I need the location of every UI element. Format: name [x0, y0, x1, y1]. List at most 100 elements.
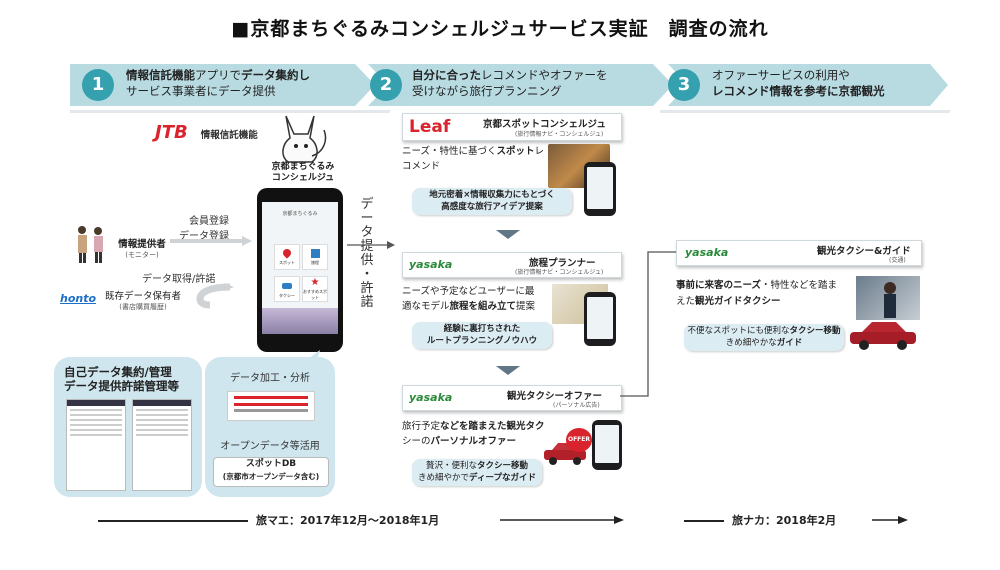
timeline-line: [98, 520, 248, 522]
step-2-rest: レコメンドやオファーを: [481, 68, 608, 82]
step-number-3: 3: [668, 69, 700, 101]
step-1-text: 情報信託機能アプリでデータ集約し サービス事業者にデータ提供: [126, 67, 310, 99]
guide-note: 不便なスポットにも便利なタクシー移動 きめ細やかなガイド: [684, 324, 844, 351]
self-data-line1: 自己データ集約/管理: [64, 365, 172, 379]
driver-icon: [884, 282, 896, 318]
curved-arrow-icon: [196, 283, 234, 309]
info-provider-line2: (モニター): [125, 251, 159, 259]
self-data-panel: 自己データ集約/管理 データ提供許諾管理等: [54, 357, 202, 497]
divider: [660, 110, 950, 113]
leaf-description: ニーズ・特性に基づくスポットレコメンド: [402, 146, 545, 172]
timeline-arrow: [872, 516, 908, 524]
planner-card-header: yasaka 旅程プランナー (旅行情報ナビ・コンシェルジュ): [402, 252, 622, 278]
jtb-block: JTB 情報信託機能: [155, 122, 258, 143]
arrow-right-icon: [347, 241, 395, 249]
self-data-line2: データ提供許諾管理等: [64, 379, 179, 393]
driver-photo: [856, 276, 920, 320]
app-name: 京都まちぐるみ コンシェルジュ: [262, 162, 344, 184]
app-name-line1: 京都まちぐるみ: [271, 162, 335, 172]
planner-title: 旅程プランナー: [529, 258, 596, 269]
yasaka-logo: yasaka: [685, 246, 729, 259]
screenshot-thumb: [132, 399, 192, 491]
leaf-logo: Leaf: [409, 117, 451, 137]
registration-line2: データ登録: [179, 231, 229, 242]
leaf-note-line2: 高感度な旅行アイデア提案: [441, 202, 543, 212]
timeline-line: [684, 520, 724, 522]
app-name-line2: コンシェルジュ: [271, 173, 335, 183]
offer-note: 贅沢・便利なタクシー移動 きめ細やかでディープなガイド: [412, 459, 542, 486]
step-band-1: [70, 64, 375, 106]
callout-pointer: [290, 350, 320, 372]
offer-description: 旅行予定などを踏まえた観光タク シーのパーソナルオファー: [402, 421, 545, 447]
leaf-sub: (旅行情報ナビ・コンシェルジュ): [515, 131, 604, 138]
registration-line1: 会員登録: [189, 216, 229, 227]
phone-tile-spot[interactable]: スポット: [274, 244, 300, 270]
leaf-note: 地元密着×情報収集力にもとづく 高感度な旅行アイデア提案: [412, 188, 572, 215]
route-icon: [310, 249, 320, 258]
people-icon: [78, 226, 103, 263]
taxi-icon: [282, 283, 292, 289]
data-holder-line1: 既存データ保有者: [104, 291, 181, 302]
phone-tile-recommend[interactable]: ★ おすすめスポット: [302, 276, 328, 302]
guide-card-header: yasaka 観光タクシー&ガイド (交通): [676, 240, 922, 266]
step-band-2: [368, 64, 673, 106]
open-data-label: オープンデータ等活用: [220, 441, 320, 452]
jtb-logo: JTB: [155, 122, 188, 143]
mini-phone-icon: [592, 420, 622, 470]
planner-sub: (旅行情報ナビ・コンシェルジュ): [515, 269, 604, 276]
step-1-text-a: アプリで: [195, 68, 241, 82]
data-provision-vertical: データ提 供・許諾: [360, 197, 374, 310]
acquire-label: データ取得/許諾: [142, 274, 216, 285]
planner-note-line1: 経験に裏打ちされた: [443, 324, 521, 334]
processing-logo-box: [227, 391, 315, 421]
offer-card-header: yasaka 観光タクシーオファー (パーソナル広告): [402, 385, 622, 411]
timeline-during-trip: 旅ナカ：2018年2月: [732, 514, 837, 527]
step-band-3: [668, 64, 948, 106]
down-arrow-icon: [496, 366, 520, 375]
data-holder: 既存データ保有者 (書店購買履歴): [93, 288, 193, 312]
data-holder-line2: (書店購買履歴): [119, 303, 167, 311]
step-bands: [70, 64, 948, 106]
planner-note: 経験に裏打ちされた ルートプランニングノウハウ: [412, 322, 552, 349]
step-1-line2: サービス事業者にデータ提供: [126, 84, 276, 98]
honto-logo: honto: [60, 292, 97, 305]
phone-tile-route[interactable]: 旅程: [302, 244, 328, 270]
spot-db-box: スポットDB (京都市オープンデータ含む): [213, 457, 329, 487]
offer-title: 観光タクシーオファー: [507, 391, 603, 402]
timeline-before-trip: 旅マエ：2017年12月～2018年1月: [256, 514, 440, 527]
mini-phone-icon: [584, 162, 616, 216]
mini-phone-icon: [584, 292, 616, 346]
processing-title: データ加工・分析: [230, 373, 310, 384]
step-3-text: オファーサービスの利用や レコメンド情報を参考に京都観光: [712, 67, 885, 99]
jtb-label: 情報信託機能: [200, 130, 258, 141]
planner-description: ニーズや予定などユーザーに最 適なモデル旅程を組み立て提案: [402, 286, 536, 312]
phone-tile-taxi[interactable]: タクシー: [274, 276, 300, 302]
guide-description: 事前に来客のニーズ・特性などを踏ま えた観光ガイドタクシー: [676, 280, 838, 307]
page-title: ■京都まちぐるみコンシェルジュサービス実証 調査の流れ: [231, 18, 769, 40]
yasaka-logo: yasaka: [409, 258, 453, 271]
step-2-text: 自分に合ったレコメンドやオファーを 受けながら旅行プランニング: [412, 67, 608, 99]
planner-note-line2: ルートプランニングノウハウ: [426, 336, 538, 346]
guide-title: 観光タクシー&ガイド: [817, 246, 911, 257]
star-icon: ★: [310, 277, 320, 288]
leaf-note-line1: 地元密着×情報収集力にもとづく: [429, 190, 555, 200]
step-number-2: 2: [370, 69, 402, 101]
info-provider: 情報提供者 (モニター): [112, 236, 172, 260]
registration-label: 会員登録 データ登録: [169, 212, 229, 242]
leaf-title: 京都スポットコンシェルジュ: [483, 119, 606, 130]
step-number-1: 1: [82, 69, 114, 101]
spot-db-line2: (京都市オープンデータ含む): [222, 472, 320, 481]
offer-sub: (パーソナル広告): [553, 402, 600, 409]
step-2-line2: 受けながら旅行プランニング: [412, 84, 562, 98]
yasaka-logo: yasaka: [409, 391, 453, 404]
phone-screen: 京都まちぐるみ スポット 旅程 タクシー ★ おすすめスポット: [262, 202, 338, 334]
arrow-right-icon: [170, 236, 252, 246]
taxi-car-icon: [850, 322, 916, 350]
main-phone: 京都まちぐるみ スポット 旅程 タクシー ★ おすすめスポット: [257, 188, 343, 352]
offer-badge: OFFER: [566, 428, 592, 452]
leaf-card-header: Leaf 京都スポットコンシェルジュ (旅行情報ナビ・コンシェルジュ): [402, 113, 622, 141]
pin-icon: [281, 247, 293, 259]
phone-app-title: 京都まちぐるみ: [282, 211, 318, 217]
step-2-bold: 自分に合った: [412, 68, 481, 82]
step-3-line1: オファーサービスの利用や: [712, 68, 850, 82]
